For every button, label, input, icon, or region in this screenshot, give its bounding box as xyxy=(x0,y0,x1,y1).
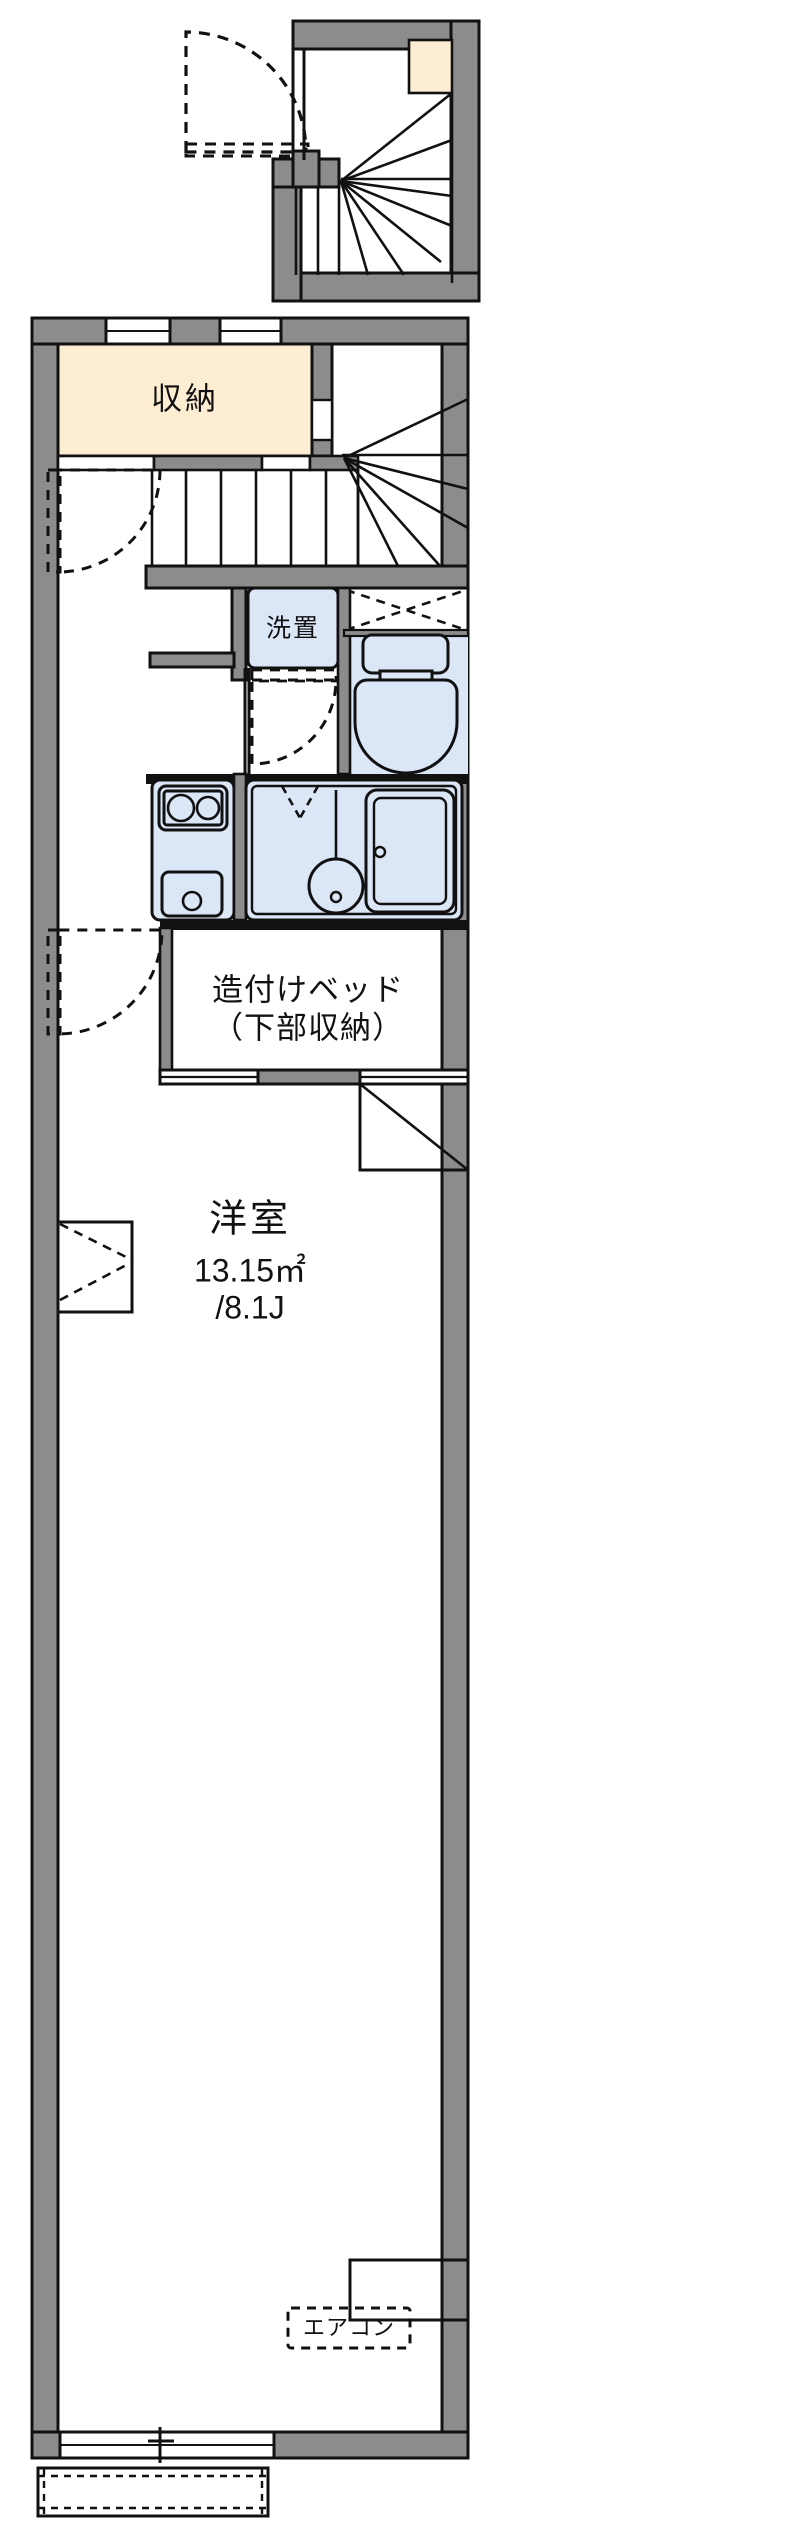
built-in-bed-label-line2: （下部収納） xyxy=(212,1010,404,1046)
kitchen-unit xyxy=(150,778,236,922)
upper-plan-walls xyxy=(271,19,481,303)
bath-unit xyxy=(244,778,464,922)
kitchen-prep-sink-icon xyxy=(160,870,224,918)
hall-door-upper-icon xyxy=(46,468,162,574)
balcony-rail xyxy=(36,2466,270,2518)
upper-staircase-icon xyxy=(294,91,454,283)
built-in-bed-label-line1: 造付けベッド xyxy=(212,972,404,1008)
stove-icon xyxy=(157,784,229,832)
laundry-label: 洗置 xyxy=(265,614,321,643)
entry-door-swing-icon xyxy=(184,30,310,158)
aircon-marker xyxy=(286,2262,412,2350)
stair-landing-wall xyxy=(144,564,470,590)
bed-area-top-wall xyxy=(160,920,468,930)
upper-plan-group xyxy=(184,19,481,303)
left-closet-icon xyxy=(56,1220,134,1314)
balcony-window-mullion xyxy=(148,2427,174,2463)
main-staircase-icon xyxy=(150,397,469,567)
laundry-door-swing-icon xyxy=(250,668,338,766)
bed-area-left-wall xyxy=(158,926,174,1080)
room-tatami-label: /8.1J xyxy=(215,1289,285,1326)
hall-stub-wall xyxy=(148,651,236,669)
bathtub-icon xyxy=(364,788,456,914)
room-area-label: 13.15㎡ xyxy=(193,1252,307,1289)
aircon-label: エアコン xyxy=(302,2315,396,2341)
storage-label: 収納 xyxy=(151,381,219,417)
western-toilet-icon xyxy=(353,633,459,775)
wash-basin-icon xyxy=(307,790,365,915)
entry-door-lower-icon xyxy=(46,928,164,1036)
storage-room xyxy=(56,342,334,458)
storage-sliding-doors[interactable] xyxy=(56,454,360,472)
upper-storage-niche xyxy=(407,38,454,95)
room-name-label: 洋室 xyxy=(208,1198,292,1241)
main-plan-group xyxy=(30,316,470,2518)
bed-front-wall xyxy=(158,1068,470,1086)
kitchen-bath-divider xyxy=(232,772,248,922)
corner-closet-icon xyxy=(358,1082,470,1172)
